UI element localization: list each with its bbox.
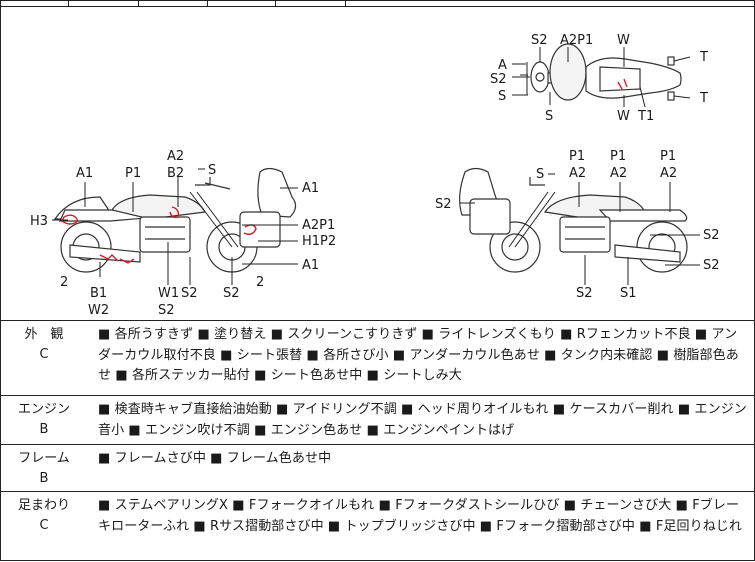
top-label-t1: T1 — [637, 109, 654, 124]
top-label-s: S — [498, 89, 506, 104]
section-exterior: 外 観 C ■ 各所うすきず ■ 塗り替え ■ スクリーンこすりきず ■ ライト… — [0, 320, 755, 395]
category-name: 足まわり — [17, 498, 70, 513]
top-label-s-bottom: S — [545, 109, 553, 124]
section-frame: フレーム B ■ フレームさび中 ■ フレーム色あせ中 — [0, 444, 755, 491]
right-label-s1: S1 — [620, 286, 637, 301]
right-label-a2-front: A2 — [569, 166, 586, 181]
right-label-p1-mid: P1 — [610, 149, 626, 164]
category-name: 外 観 — [24, 327, 64, 342]
left-label-h1p2: H1P2 — [302, 234, 336, 249]
section-description: ■ 各所うすきず ■ 塗り替え ■ スクリーンこすりきず ■ ライトレンズくもり… — [98, 327, 739, 383]
section-description: ■ フレームさび中 ■ フレーム色あせ中 — [98, 451, 332, 466]
left-label-w2: W2 — [88, 303, 109, 318]
section-category: エンジン B — [0, 396, 88, 440]
top-label-s2b: S2 — [490, 72, 507, 87]
section-category: 外 観 C — [0, 321, 88, 365]
left-label-b2: B2 — [167, 166, 184, 181]
left-label-s2-mid: S2 — [181, 286, 198, 301]
left-label-p1: P1 — [125, 166, 141, 181]
right-label-s2-fork: S2 — [703, 228, 720, 243]
right-view-motorcycle — [459, 167, 688, 273]
left-label-a1-front: A1 — [76, 166, 93, 181]
left-label-h3: H3 — [30, 214, 48, 229]
left-label-a1-rear: A1 — [302, 258, 319, 273]
top-label-t-upper: T — [699, 50, 708, 65]
left-label-s: S — [208, 163, 216, 178]
category-name: エンジン — [17, 402, 70, 417]
category-grade: C — [39, 518, 49, 533]
top-label-s2: S2 — [531, 33, 548, 48]
top-label-w: W — [617, 33, 630, 48]
left-label-b1: B1 — [90, 286, 107, 301]
left-label-s2-lower: S2 — [158, 303, 175, 318]
category-grade: B — [39, 471, 49, 486]
section-suspension: 足まわり C ■ ステムベアリングX ■ Fフォークオイルもれ ■ Fフォークダ… — [0, 491, 755, 562]
category-grade: B — [39, 422, 49, 437]
header-row-remnant — [0, 0, 755, 7]
section-engine: エンジン B ■ 検査時キャブ直接給油始動 ■ アイドリング不調 ■ ヘッド周り… — [0, 395, 755, 444]
section-category: フレーム B — [0, 445, 88, 489]
left-label-w1: W1 — [158, 286, 179, 301]
section-description: ■ ステムベアリングX ■ Fフォークオイルもれ ■ Fフォークダストシールひび… — [98, 498, 742, 534]
right-label-p1-front: P1 — [569, 149, 585, 164]
top-label-w-bottom: W — [617, 109, 630, 124]
right-label-a2-mid: A2 — [610, 166, 627, 181]
top-label-a2p1: A2P1 — [560, 33, 593, 48]
left-label-s2-rear: S2 — [223, 286, 240, 301]
top-label-a: A — [498, 58, 507, 73]
top-label-t-lower: T — [699, 91, 708, 106]
right-label-s2-engine: S2 — [576, 286, 593, 301]
damage-diagram: S2 A2P1 W A S2 S S W T1 T T A2 B — [0, 7, 755, 320]
section-description: ■ 検査時キャブ直接給油始動 ■ アイドリング不調 ■ ヘッド周りオイルもれ ■… — [98, 402, 747, 438]
left-label-a2: A2 — [167, 149, 184, 164]
section-category: 足まわり C — [0, 492, 88, 536]
top-view-motorcycle — [512, 43, 691, 108]
right-label-p1-rear: P1 — [660, 149, 676, 164]
right-label-s2-wheel: S2 — [703, 258, 720, 273]
right-label-s: S — [536, 167, 544, 182]
left-label-a1-tail: A1 — [302, 181, 319, 196]
left-label-a2p1: A2P1 — [302, 218, 335, 233]
motorcycle-diagram-svg: S2 A2P1 W A S2 S S W T1 T T A2 B — [30, 33, 720, 318]
category-grade: C — [39, 347, 49, 362]
left-label-2-front: 2 — [60, 275, 68, 290]
right-label-a2-rear: A2 — [660, 166, 677, 181]
left-view-motorcycle — [53, 167, 297, 273]
left-label-2-rear: 2 — [256, 275, 264, 290]
right-label-s2-tail: S2 — [435, 197, 452, 212]
category-name: フレーム — [18, 451, 70, 466]
